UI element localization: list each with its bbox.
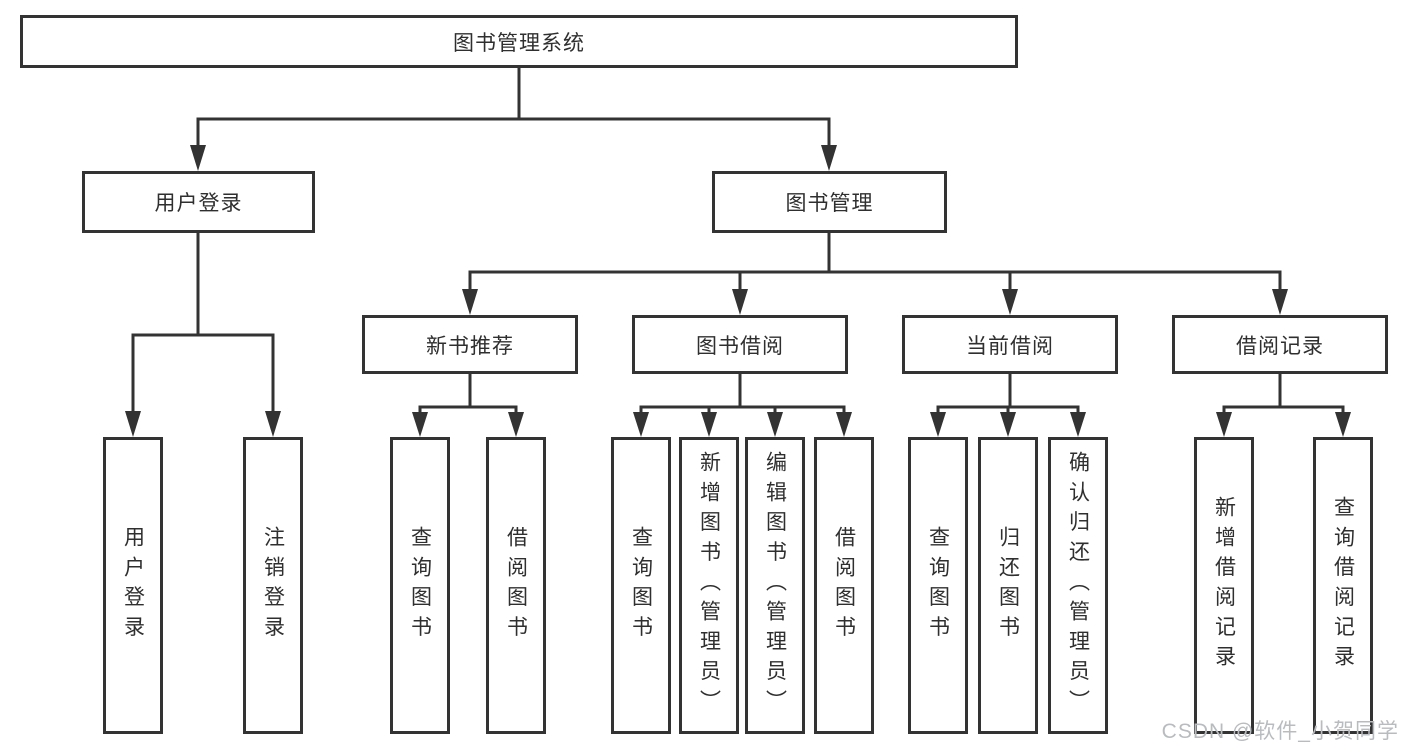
leaf-return-books-label: 归还图书 [996, 525, 1020, 646]
leaf-edit-books-admin: 编辑图书（管理员） [745, 437, 805, 734]
leaf-confirm-return-admin-label: 确认归还（管理员） [1066, 451, 1090, 720]
leaf-borrow-books-newbook: 借阅图书 [486, 437, 546, 734]
arrowhead [1000, 412, 1016, 437]
branch-user-login: 用户登录 [82, 171, 315, 233]
arrowhead [412, 412, 428, 437]
csdn-watermark: CSDN @软件_小贺同学 [1161, 720, 1399, 743]
connector-current-borrow-to-leaves [930, 372, 1086, 437]
leaf-add-borrow-record: 新增借阅记录 [1194, 437, 1254, 734]
leaf-query-books-current: 查询图书 [908, 437, 968, 734]
leaf-borrow-books-borrowsec: 借阅图书 [814, 437, 874, 734]
arrowhead [701, 412, 717, 437]
arrowhead [1216, 412, 1232, 437]
leaf-query-books-borrowsec-label: 查询图书 [629, 525, 653, 646]
leaf-logout-login-label: 注销登录 [261, 525, 285, 646]
arrowhead [1272, 289, 1288, 315]
leaf-borrow-books-borrowsec-label: 借阅图书 [832, 525, 856, 646]
connector-borrow-records-to-leaves [1216, 372, 1351, 437]
arrowhead [1070, 412, 1086, 437]
arrowhead [1335, 412, 1351, 437]
leaf-borrow-books-newbook-label: 借阅图书 [504, 525, 528, 646]
connector-new-book-to-leaves [412, 372, 524, 437]
arrowhead [821, 145, 837, 171]
node-book-borrowing: 图书借阅 [632, 315, 848, 374]
leaf-add-books-admin: 新增图书（管理员） [679, 437, 739, 734]
leaf-return-books: 归还图书 [978, 437, 1038, 734]
leaf-user-login: 用户登录 [103, 437, 163, 734]
arrowhead [508, 412, 524, 437]
connector-root-to-level2 [190, 66, 837, 171]
leaf-query-books-newbook: 查询图书 [390, 437, 450, 734]
arrowhead [190, 145, 206, 171]
node-current-borrowing: 当前借阅 [902, 315, 1118, 374]
leaf-confirm-return-admin: 确认归还（管理员） [1048, 437, 1108, 734]
leaf-add-borrow-record-label: 新增借阅记录 [1212, 496, 1236, 675]
arrowhead [836, 412, 852, 437]
arrowhead [265, 411, 281, 437]
arrowhead [125, 411, 141, 437]
node-borrowing-records: 借阅记录 [1172, 315, 1388, 374]
connector-book-borrow-to-leaves [633, 372, 852, 437]
leaf-query-books-current-label: 查询图书 [926, 525, 950, 646]
leaf-add-books-admin-label: 新增图书（管理员） [697, 451, 721, 720]
node-root-system: 图书管理系统 [20, 15, 1018, 68]
leaf-query-borrow-record-label: 查询借阅记录 [1331, 496, 1355, 675]
arrowhead [767, 412, 783, 437]
connector-user-login-to-leaves [125, 231, 281, 437]
leaf-edit-books-admin-label: 编辑图书（管理员） [763, 451, 787, 720]
arrowhead [633, 412, 649, 437]
connector-book-management-to-level3 [462, 231, 1288, 315]
arrowhead [1002, 289, 1018, 315]
leaf-query-books-borrowsec: 查询图书 [611, 437, 671, 734]
leaf-user-login-label: 用户登录 [121, 525, 145, 646]
branch-book-management: 图书管理 [712, 171, 947, 233]
leaf-query-books-newbook-label: 查询图书 [408, 525, 432, 646]
node-new-book-recommendation: 新书推荐 [362, 315, 578, 374]
arrowhead [930, 412, 946, 437]
leaf-query-borrow-record: 查询借阅记录 [1313, 437, 1373, 734]
leaf-logout-login: 注销登录 [243, 437, 303, 734]
arrowhead [462, 289, 478, 315]
arrowhead [732, 289, 748, 315]
